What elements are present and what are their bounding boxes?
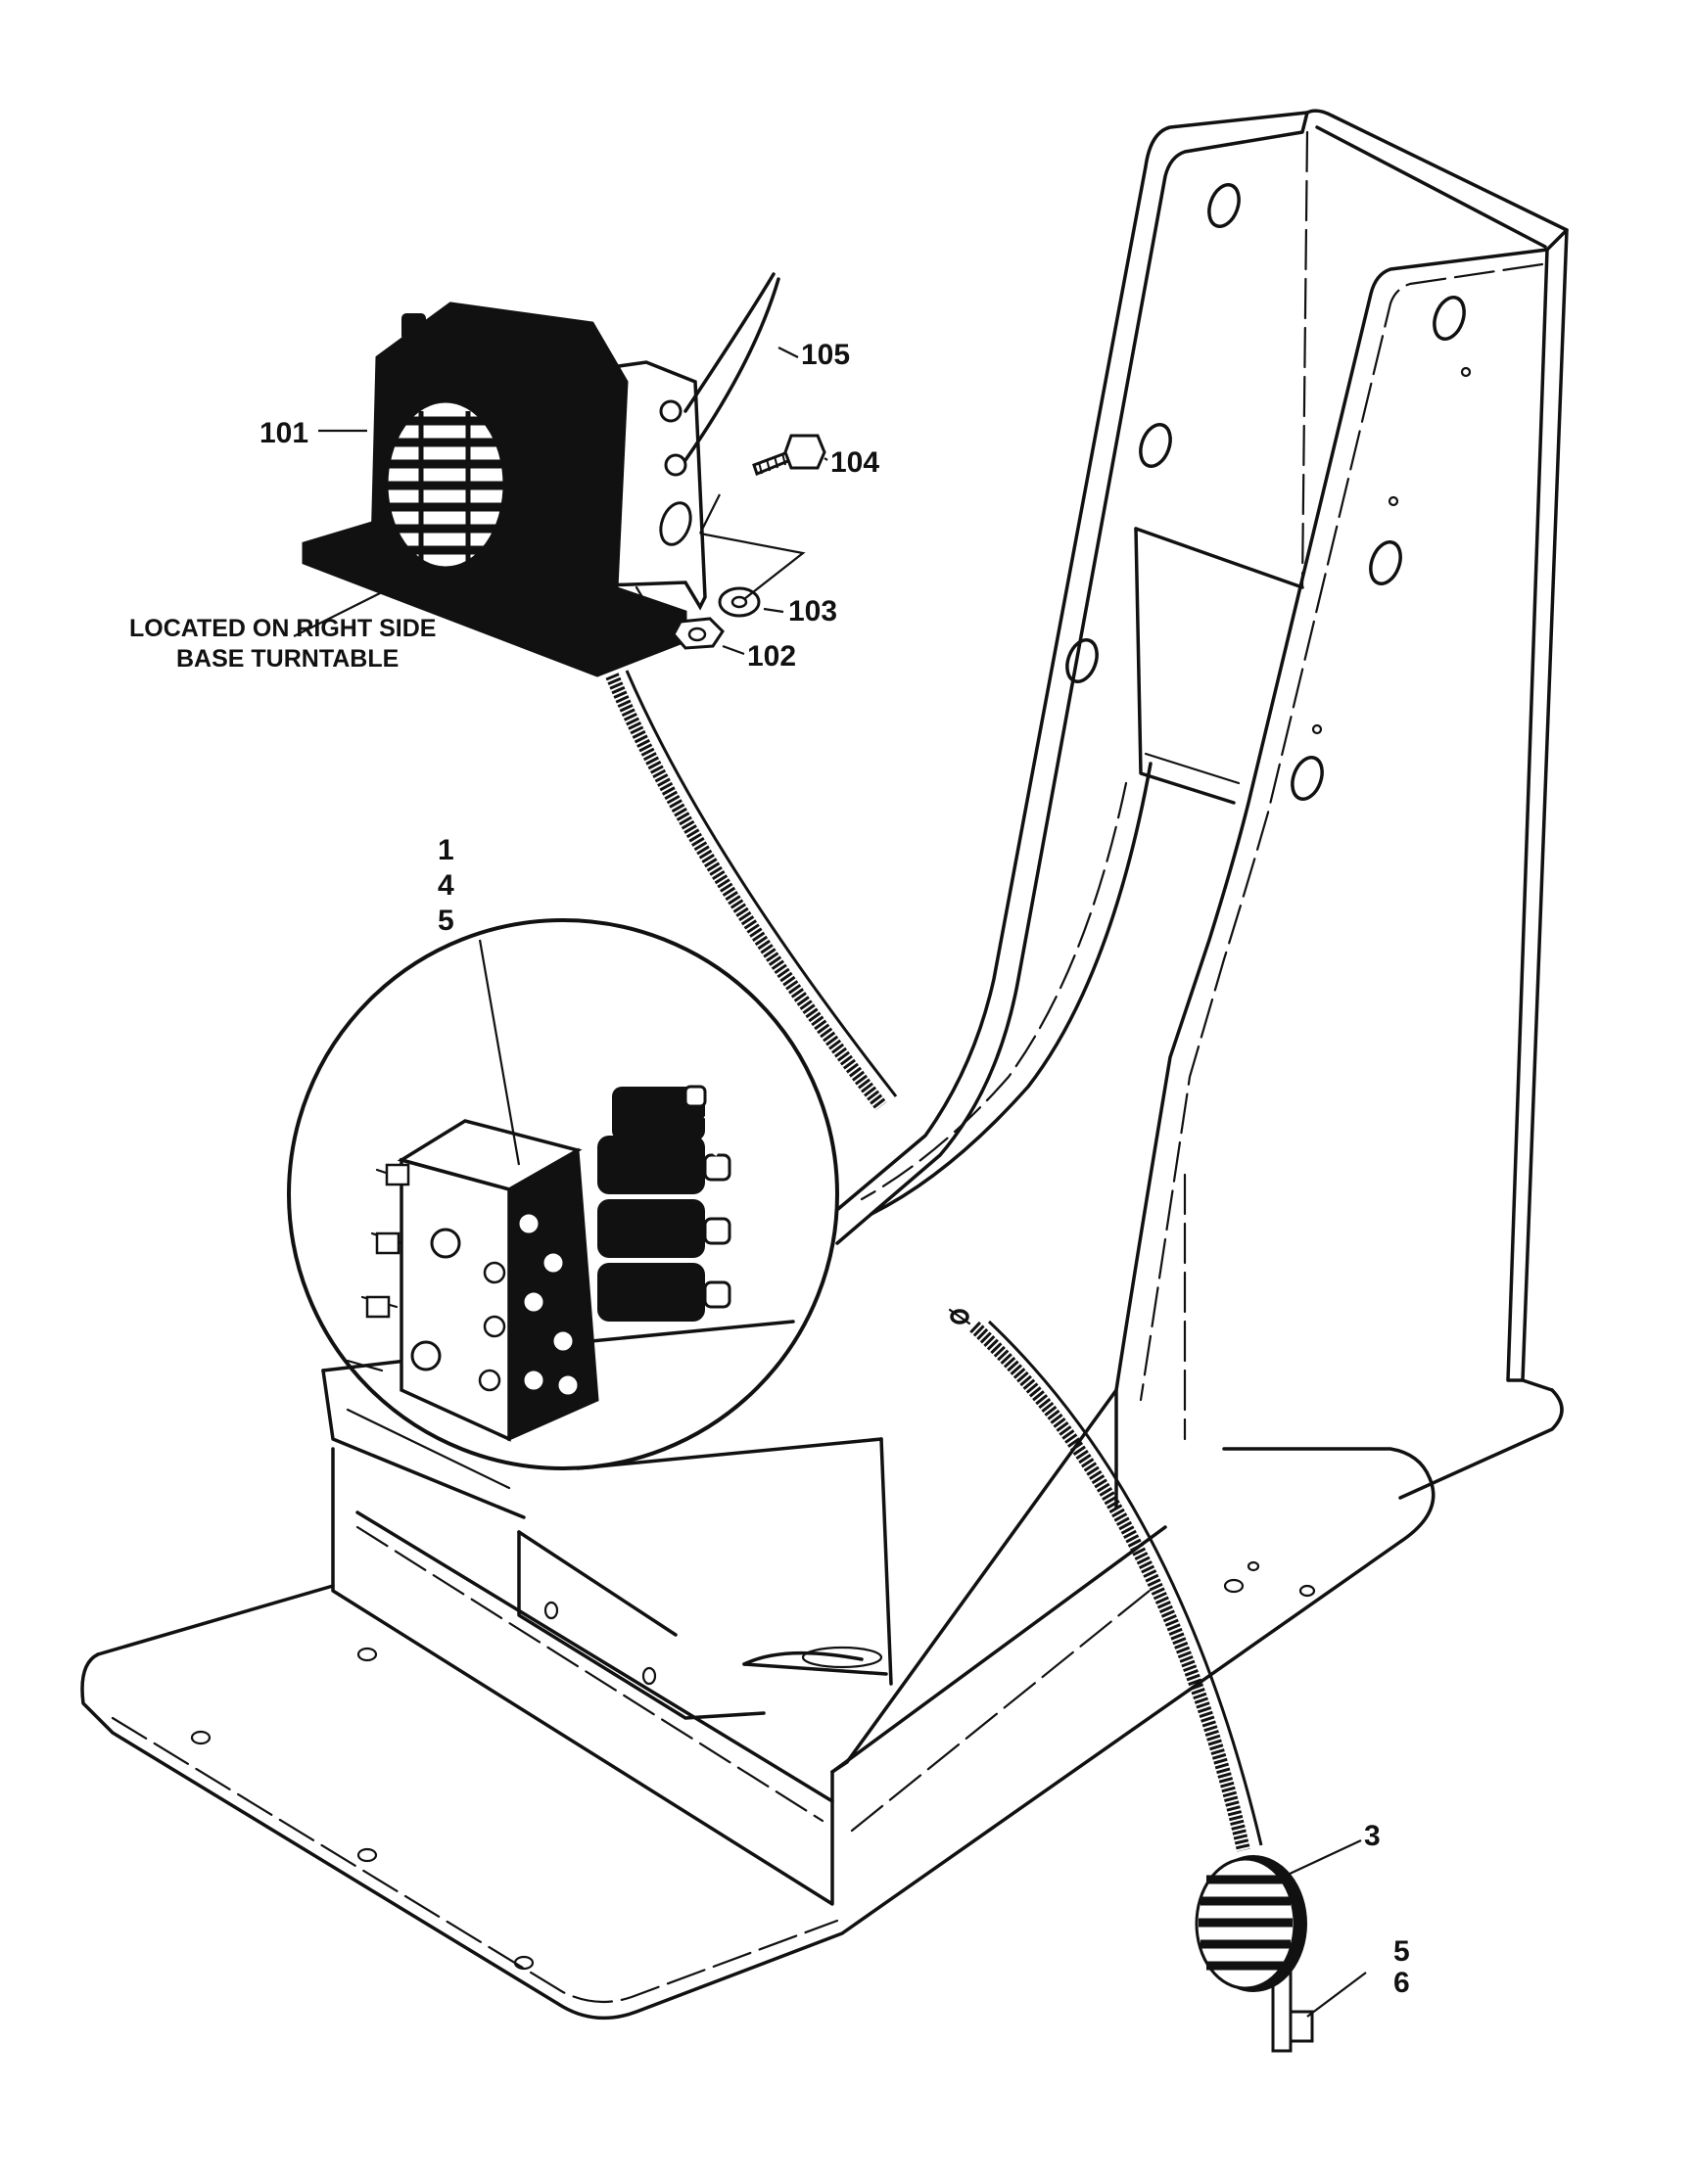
callout-4: 4 — [438, 869, 454, 902]
capscrew-104 — [752, 434, 826, 476]
callout-6: 6 — [1393, 1967, 1410, 1999]
note-line-1: LOCATED ON RIGHT SIDE — [129, 615, 436, 642]
callout-104: 104 — [830, 446, 879, 479]
callout-105: 105 — [801, 339, 850, 371]
callout-101: 101 — [259, 417, 308, 449]
leader-lines — [293, 347, 1367, 2018]
callout-102: 102 — [747, 640, 796, 673]
base-plate — [80, 1447, 1436, 2021]
callout-5-manifold: 5 — [438, 905, 454, 937]
callout-labels: 101 105 104 103 102 1 4 5 3 5 6 — [259, 339, 1410, 1999]
solenoid-coils — [597, 1085, 731, 1322]
nut-102 — [672, 617, 725, 650]
alarm-wires — [683, 272, 780, 462]
upright-tower — [830, 109, 1569, 1833]
manifold-detail-inset — [287, 918, 839, 1519]
manifold-block — [346, 1119, 599, 1442]
backup-alarm — [302, 302, 707, 677]
location-note: LOCATED ON RIGHT SIDE BASE TURNTABLE — [129, 615, 436, 673]
callout-3: 3 — [1364, 1820, 1381, 1852]
callout-5-horn: 5 — [1393, 1935, 1410, 1968]
callout-1: 1 — [438, 834, 454, 866]
hose-lower — [969, 1320, 1263, 1852]
horn — [1195, 1855, 1314, 2053]
callout-103: 103 — [788, 595, 837, 627]
hose-upper — [605, 670, 898, 1111]
base-frame-box — [331, 1437, 893, 1906]
note-line-2: BASE TURNTABLE — [176, 645, 399, 673]
